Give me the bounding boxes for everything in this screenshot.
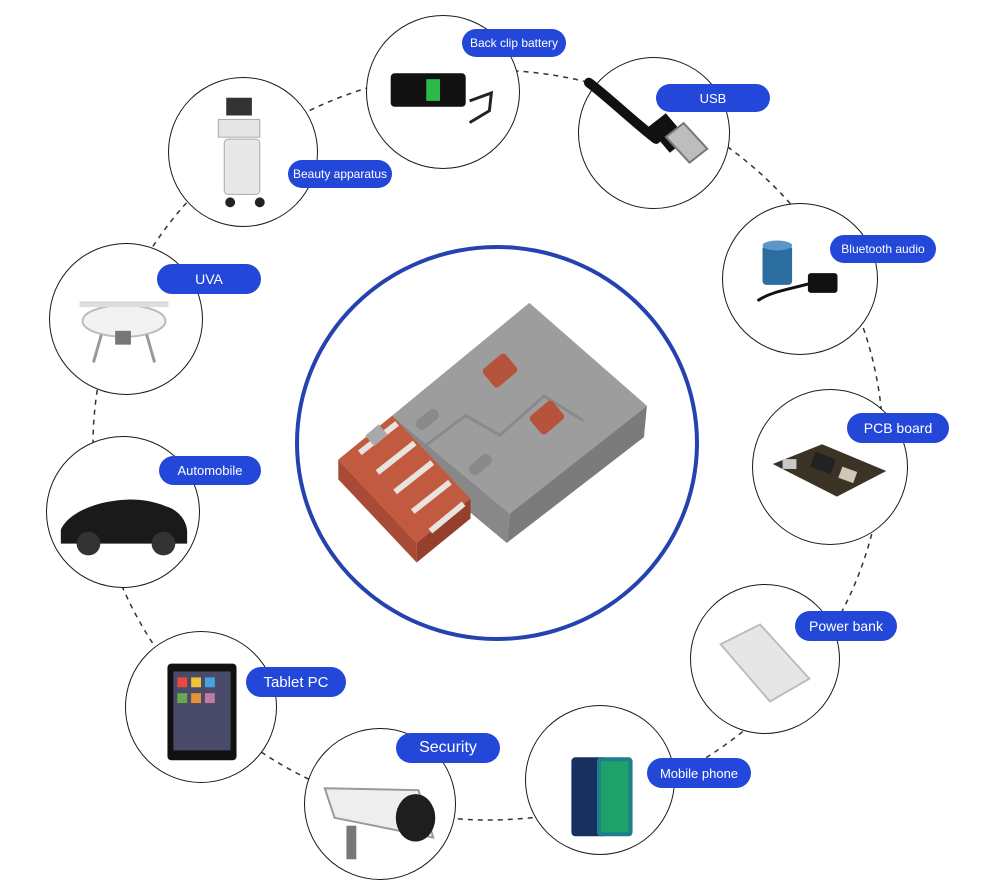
label-beauty-apparatus: Beauty apparatus [288, 160, 392, 188]
bluetooth-speaker-icon [756, 240, 838, 302]
label-security: Security [396, 733, 500, 763]
security-camera-icon [323, 787, 436, 860]
drone-icon [79, 301, 169, 363]
usb-a-connector-icon [338, 302, 647, 563]
label-power-bank: Power bank [795, 611, 897, 641]
node-usb [578, 57, 730, 209]
node-mobile-phone [525, 705, 675, 855]
node-bluetooth-audio [722, 203, 878, 355]
beauty-apparatus-icon [217, 97, 265, 208]
tablet-icon [167, 663, 237, 761]
label-usb: USB [656, 84, 770, 112]
node-pcb-board [752, 389, 908, 545]
node-tablet-pc [125, 631, 277, 783]
label-pcb-board: PCB board [847, 413, 949, 443]
pcb-board-icon [772, 444, 887, 497]
center-connector-circle [295, 245, 699, 641]
usb-cable-icon [583, 77, 709, 164]
car-icon [60, 499, 188, 556]
mobile-phone-icon [571, 757, 633, 837]
node-power-bank [690, 584, 840, 734]
node-back-clip-battery [366, 15, 520, 169]
node-beauty-apparatus [168, 77, 318, 227]
label-back-clip-battery: Back clip battery [462, 29, 566, 57]
label-mobile-phone: Mobile phone [647, 758, 751, 788]
label-tablet-pc: Tablet PC [246, 667, 346, 697]
power-bank-icon [719, 623, 811, 703]
back-clip-battery-icon [390, 73, 494, 124]
label-automobile: Automobile [159, 456, 261, 485]
label-uva: UVA [157, 264, 261, 294]
label-bluetooth-audio: Bluetooth audio [830, 235, 936, 263]
